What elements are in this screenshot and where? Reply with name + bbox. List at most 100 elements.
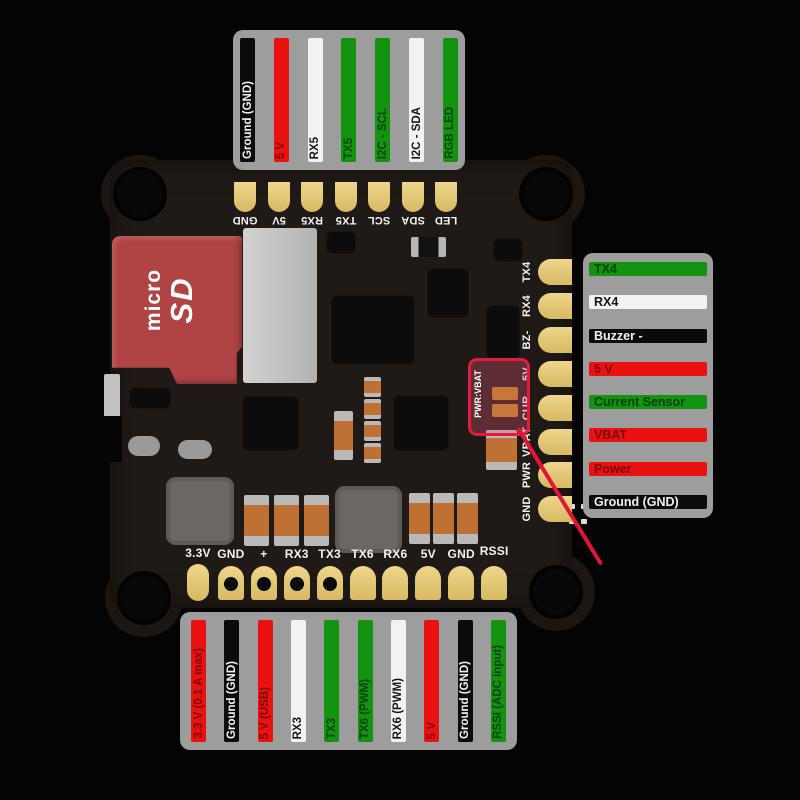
legend-top-item: I2C - SCL <box>375 38 391 162</box>
pin-label: SCL <box>367 214 391 226</box>
pin-label: RSSI <box>479 544 509 558</box>
pin-label: RX4 <box>521 294 533 317</box>
component-pill <box>128 436 160 456</box>
pad-top-gnd <box>234 182 256 212</box>
capacitor <box>334 411 353 460</box>
legend-bottom-item: RX6 (PWM) <box>390 620 406 742</box>
pad-top-scl <box>368 182 390 212</box>
pad-through-hole <box>322 577 337 591</box>
legend-bottom-label: 5 V <box>425 721 438 739</box>
legend-bottom-item: TX6 (PWM) <box>357 620 373 742</box>
capacitor <box>364 399 381 419</box>
pad-top-rx5 <box>301 182 323 212</box>
inductor <box>335 486 402 553</box>
legend-bottom-label: TX6 (PWM) <box>359 678 372 739</box>
legend-top-label: RGB LED <box>444 107 457 159</box>
legend-bottom-item: RX3 <box>290 620 306 742</box>
legend-bottom-item: 3.3 V (0.1 A max) <box>191 620 206 742</box>
pin-label: TX6 <box>351 547 374 561</box>
capacitor <box>364 377 381 397</box>
pwr-vbat-highlight-box <box>468 358 530 436</box>
legend-bottom-item: TX3 <box>324 620 340 742</box>
mount-hole-bottom-left <box>117 571 171 625</box>
pad-right-vbat <box>538 428 572 455</box>
legend-right-item: VBAT <box>589 428 707 443</box>
legend-right-item: Ground (GND) <box>589 494 707 509</box>
pad-top-sda <box>401 182 424 212</box>
pad-bottom-3.3v <box>187 564 209 601</box>
pin-label: 5V <box>271 214 286 226</box>
pad-through-hole <box>223 577 238 591</box>
pin-label: RX6 <box>383 547 408 561</box>
ic-chip <box>487 306 519 358</box>
capacitor <box>457 493 478 544</box>
legend-bottom-item: 5 V <box>424 620 440 742</box>
legend-bottom-item: Ground (GND) <box>224 620 240 742</box>
pin-label: RX3 <box>284 547 309 561</box>
pin-label: + <box>260 547 268 561</box>
pin-label: SDA <box>400 214 425 226</box>
pin-label: TX3 <box>318 547 341 561</box>
capacitor <box>433 493 454 544</box>
ic-chip <box>428 269 468 317</box>
pad-top-tx5 <box>334 182 357 212</box>
ic-chip <box>243 397 298 450</box>
legend-top-item: RX5 <box>307 38 323 162</box>
legend-bottom: 3.3 V (0.1 A max) Ground (GND) 5 V (USB) RX… <box>180 612 517 750</box>
pin-label: 3.3V <box>185 546 211 560</box>
micro-sd-logo: micro SD <box>142 268 199 332</box>
pin-label: LED <box>434 214 458 226</box>
legend-top-label: RX5 <box>309 136 322 159</box>
pad-top-led <box>435 182 457 212</box>
legend-bottom-label: Ground (GND) <box>459 661 472 739</box>
micro-sd-logo-sd: SD <box>164 276 199 324</box>
inductor <box>166 477 234 545</box>
legend-top-item: TX5 <box>341 38 357 162</box>
legend-top-item: I2C - SDA <box>409 38 425 162</box>
capacitor <box>364 421 381 441</box>
main-processor-chip <box>332 296 414 364</box>
pad-right-5v <box>538 360 572 387</box>
smd-component <box>411 237 446 257</box>
micro-sd-card <box>112 236 242 384</box>
legend-top-label: Ground (GND) <box>241 81 254 159</box>
pad-bottom-tx6 <box>349 566 376 600</box>
pin-label: TX5 <box>335 214 356 226</box>
solder-jumper-pad <box>492 387 518 400</box>
legend-bottom-label: 3.3 V (0.1 A max) <box>192 648 205 739</box>
micro-sd-logo-text: micro <box>142 268 165 332</box>
ic-chip <box>130 388 170 408</box>
pad-top-5v <box>267 182 290 212</box>
pin-label: GND <box>447 547 475 561</box>
legend-right-item: TX4 <box>589 262 707 276</box>
sd-card-slot <box>243 228 317 383</box>
solder-dot <box>569 504 575 509</box>
legend-top-item: 5 V <box>273 38 289 162</box>
legend-right-item: RX4 <box>589 295 707 310</box>
legend-bottom-label: 5 V (USB) <box>259 686 272 739</box>
capacitor <box>274 495 299 546</box>
pin-label: TX4 <box>521 261 533 283</box>
capacitor <box>486 430 517 470</box>
legend-top: Ground (GND) 5 V RX5 TX5 I2C - SCL I2C - SDA R… <box>233 30 465 170</box>
legend-bottom-label: RX6 (PWM) <box>392 677 405 739</box>
pin-label: BZ- <box>521 330 533 350</box>
pad-bottom-gnd <box>448 566 475 600</box>
ic-chip <box>327 232 355 253</box>
legend-top-item: Ground (GND) <box>240 38 255 162</box>
legend-right-item: Buzzer - <box>589 328 707 343</box>
pin-label: GND <box>232 214 258 226</box>
pin-label: RX5 <box>301 214 323 226</box>
legend-top-label: 5 V <box>275 141 288 159</box>
component-pill <box>178 440 212 459</box>
pwr-vbat-label: PWR:VBAT <box>473 370 483 418</box>
legend-right-item: 5 V <box>589 361 707 376</box>
legend-top-label: I2C - SCL <box>376 107 389 159</box>
mount-hole-top-right <box>519 167 573 221</box>
legend-top-label: TX5 <box>342 137 355 159</box>
ic-chip <box>394 396 448 450</box>
edge-component <box>98 416 122 462</box>
pin-label: GND <box>521 496 533 522</box>
